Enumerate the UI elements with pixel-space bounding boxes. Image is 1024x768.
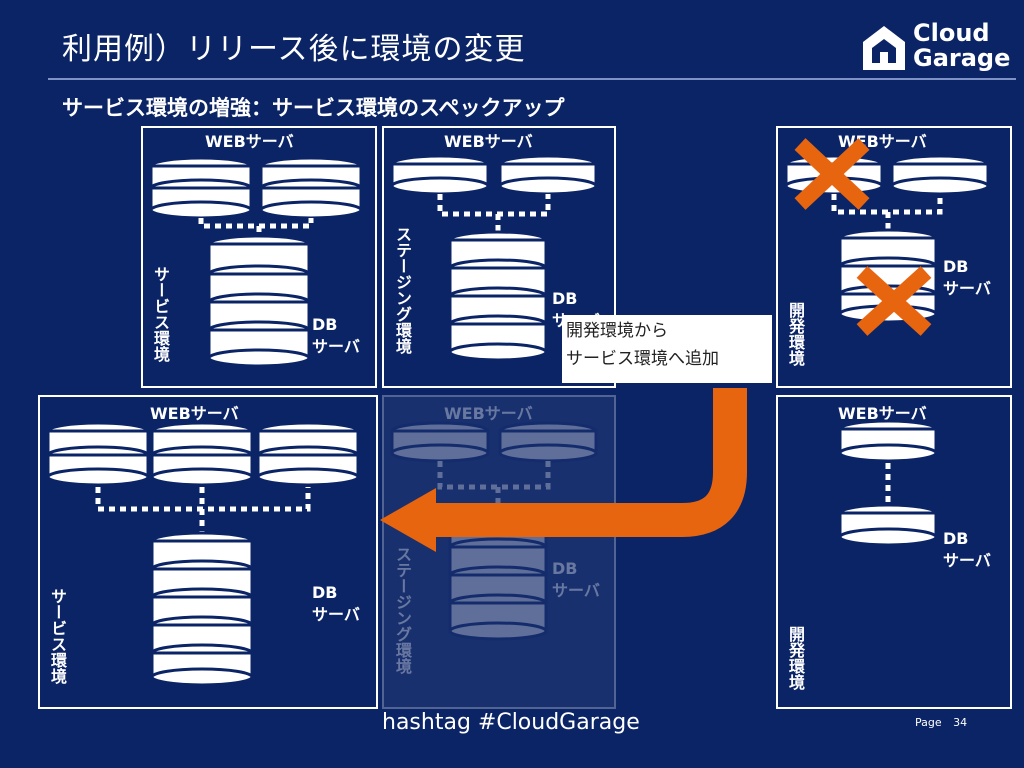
dev-env-box-before [776, 126, 1012, 388]
web-server-label: WEBサーバ [444, 132, 533, 151]
web-server-label: WEBサーバ [150, 404, 239, 423]
web-server-icon [259, 156, 363, 220]
move-arrow [380, 388, 747, 552]
service-env-box-after [38, 395, 378, 709]
cloudgarage-logo [863, 26, 905, 70]
logo-line-2: Garage [913, 44, 1011, 72]
db-text: DB [312, 315, 338, 334]
page-number-value: 34 [953, 716, 968, 729]
web-server-icon [149, 156, 253, 220]
web-server-icon [150, 421, 254, 487]
staging-env-box-before [382, 126, 616, 388]
db-text: DB [552, 289, 578, 308]
db-server-label: DB サーバ [552, 558, 600, 602]
service-env-label: サービス環境 [48, 588, 67, 684]
db-text: DB [552, 559, 578, 578]
service-env-after-diagram [46, 421, 360, 687]
server-text: サーバ [312, 337, 360, 356]
connection-lines [95, 487, 311, 535]
page-number: Page 34 [915, 716, 967, 729]
staging-env-before-diagram [390, 154, 598, 362]
web-server-icon [390, 154, 490, 196]
db-server-icon [150, 531, 254, 687]
connection-lines [198, 218, 314, 238]
logo-text: Cloud Garage [913, 21, 1010, 71]
staging-env-label: ステージング環境 [393, 546, 412, 674]
callout-line-2: サービス環境へ追加 [566, 349, 719, 369]
db-text: DB [943, 529, 969, 548]
server-text: サーバ [552, 581, 600, 600]
db-text: DB [312, 583, 338, 602]
dev-env-before-diagram [784, 138, 990, 336]
hashtag-text: hashtag #CloudGarage [382, 710, 640, 735]
web-server-icon [498, 154, 598, 196]
callout-box: 開発環境から サービス環境へ追加 [562, 315, 772, 383]
logo-line-1: Cloud [913, 19, 990, 47]
page-subtitle: サービス環境の増強：サービス環境のスペックアップ [62, 96, 565, 120]
web-server-icon [498, 421, 598, 463]
db-server-icon [838, 503, 938, 547]
db-server-label: DB サーバ [312, 582, 360, 626]
db-text: DB [943, 257, 969, 276]
staging-env-box-after [382, 395, 616, 709]
db-server-label: DB サーバ [943, 256, 991, 300]
page-title: 利用例）リリース後に環境の変更 [62, 32, 526, 67]
web-server-label: WEBサーバ [444, 404, 533, 423]
web-server-icon [390, 421, 490, 463]
page-label: Page [915, 716, 942, 729]
cross-icon [856, 266, 932, 336]
connection-lines [437, 194, 551, 234]
cross-icon [794, 138, 870, 210]
service-env-box-before [141, 126, 377, 388]
db-server-icon [448, 230, 548, 362]
service-env-label: サービス環境 [151, 266, 170, 362]
connection-lines [437, 461, 551, 513]
dev-env-after-diagram [838, 419, 938, 547]
web-server-icon [256, 421, 360, 487]
callout-line-1: 開発環境から [566, 321, 668, 341]
title-divider [48, 78, 1016, 80]
web-server-icon [46, 421, 150, 487]
service-env-before-diagram [149, 156, 363, 368]
web-server-label: WEBサーバ [205, 132, 294, 151]
dev-env-label: 開発環境 [786, 302, 805, 366]
dev-env-box-after [776, 395, 1012, 709]
db-server-label: DB サーバ [312, 314, 360, 358]
db-server-icon [207, 234, 311, 368]
server-text: サーバ [943, 279, 991, 298]
web-server-icon [838, 419, 938, 463]
server-text: サーバ [312, 605, 360, 624]
staging-env-label: ステージング環境 [393, 226, 412, 354]
web-server-label: WEBサーバ [838, 404, 927, 423]
house-icon [863, 26, 905, 70]
arrow-head-icon [380, 488, 436, 552]
dev-env-label: 開発環境 [786, 626, 805, 690]
web-server-icon [890, 154, 990, 196]
server-text: サーバ [943, 551, 991, 570]
db-server-label: DB サーバ [943, 528, 991, 572]
